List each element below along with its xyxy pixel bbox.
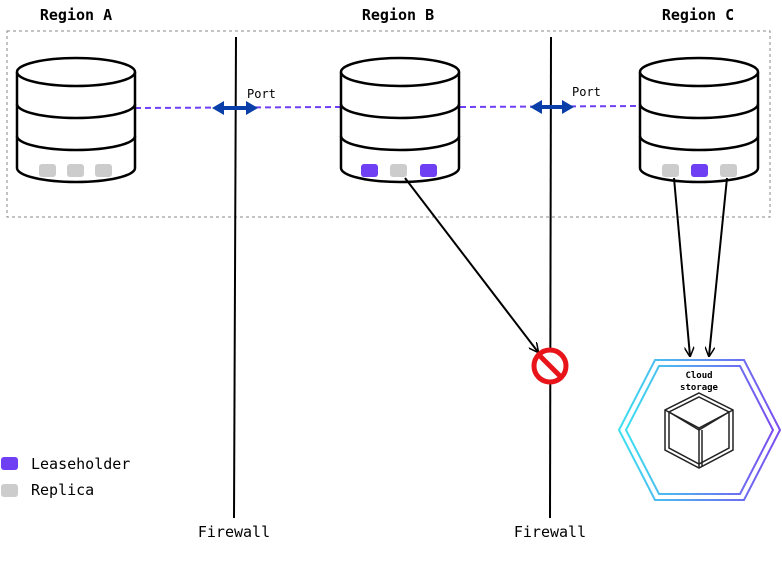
backup-arrow-2 — [709, 177, 728, 356]
leaseholder-badge — [420, 164, 437, 177]
leaseholder-badge — [361, 164, 378, 177]
firewall-line-1 — [233, 36, 237, 519]
port-arrow-2 — [530, 100, 574, 114]
legend: Leaseholder Replica — [1, 455, 130, 499]
firewall-label-2: Firewall — [514, 523, 586, 541]
replica-badge — [720, 164, 737, 177]
no-entry-icon — [531, 347, 569, 385]
port-arrow-1 — [212, 101, 258, 115]
firewall-label-1: Firewall — [198, 523, 270, 541]
cube-icon — [664, 392, 734, 469]
replica-badge — [39, 164, 56, 177]
blocked-backup-arrow — [404, 177, 538, 352]
cloud-storage-label-line2: storage — [680, 383, 719, 393]
database-region-a — [15, 56, 137, 184]
replica-badge — [67, 164, 84, 177]
leaseholder-badge — [691, 164, 708, 177]
database-region-b — [339, 56, 461, 184]
database-region-c — [638, 56, 760, 184]
backup-arrow-1 — [673, 177, 690, 356]
replica-badge — [390, 164, 407, 177]
port-label-1: Port — [247, 87, 276, 101]
region-c-title: Region C — [662, 6, 734, 24]
cloud-storage: Cloud storage — [617, 359, 782, 501]
replica-badge — [95, 164, 112, 177]
port-label-2: Port — [572, 85, 601, 99]
region-a-title: Region A — [40, 6, 112, 24]
leaseholder-swatch — [1, 457, 18, 470]
cloud-storage-label-line1: Cloud — [685, 371, 712, 381]
firewall-line-2 — [549, 36, 552, 519]
replica-badge — [662, 164, 679, 177]
replica-swatch — [1, 484, 18, 497]
legend-replica-label: Replica — [31, 481, 94, 499]
legend-leaseholder-label: Leaseholder — [31, 455, 130, 473]
region-b-title: Region B — [362, 6, 434, 24]
